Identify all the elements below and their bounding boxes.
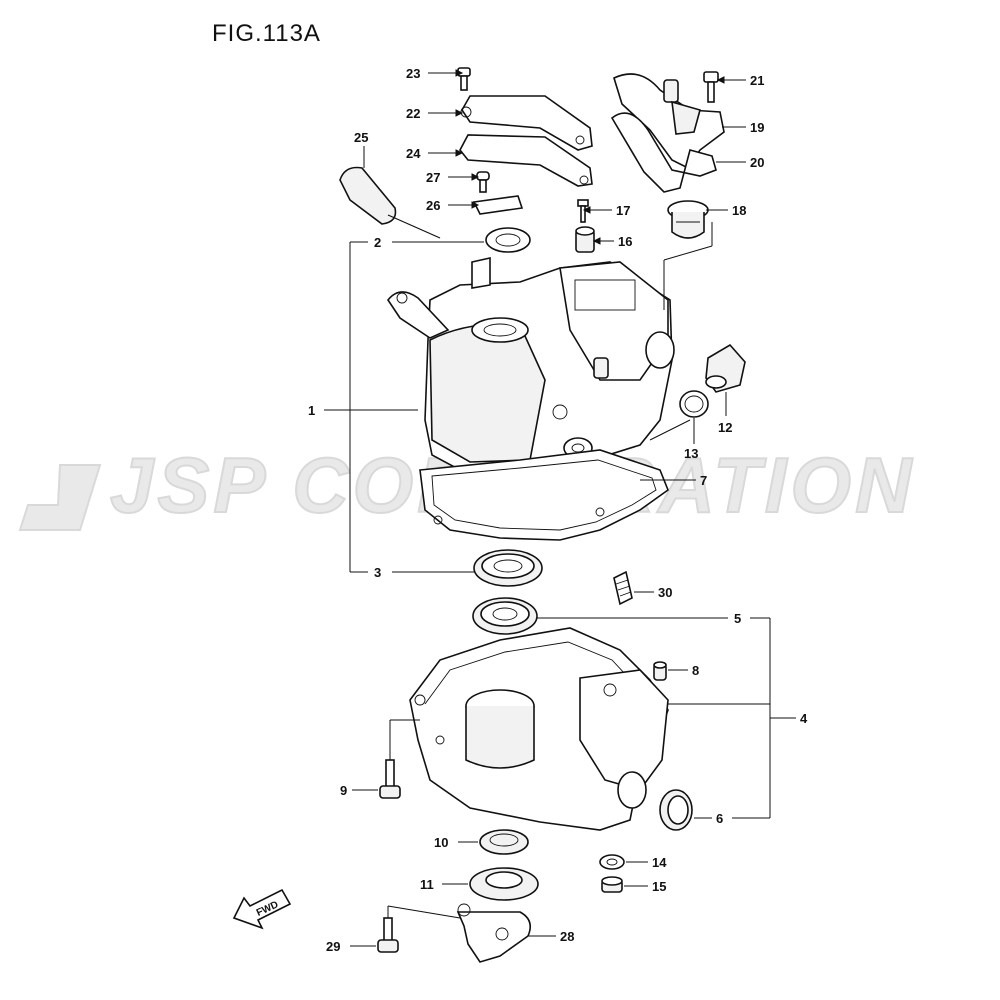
callout-25: 25 [354, 130, 368, 145]
callout-18: 18 [732, 203, 746, 218]
drain-plug-15 [601, 876, 623, 893]
callout-26: 26 [426, 198, 440, 213]
bolt-9 [379, 759, 401, 799]
callout-21: 21 [750, 73, 764, 88]
callout-30: 30 [658, 585, 672, 600]
watermark-logo-icon [18, 464, 102, 531]
callout-3: 3 [374, 565, 381, 580]
callout-28: 28 [560, 929, 574, 944]
callout-5: 5 [734, 611, 741, 626]
callout-29: 29 [326, 939, 340, 954]
dowel-8 [653, 661, 667, 681]
gasket-24 [459, 134, 593, 187]
callout-13: 13 [684, 446, 698, 461]
callout-20: 20 [750, 155, 764, 170]
screw-17 [577, 199, 589, 223]
dowel-16 [575, 226, 595, 253]
hose-25 [339, 166, 441, 239]
gasket-20 [610, 112, 717, 193]
o-ring-13 [679, 390, 709, 418]
callout-12: 12 [718, 420, 732, 435]
crankcase-4 [409, 627, 669, 831]
spring-30 [613, 570, 633, 606]
figure-title: FIG.113A [212, 20, 321, 47]
clip-26 [472, 195, 524, 215]
cylinder-block-1 [387, 257, 675, 481]
callout-22: 22 [406, 106, 420, 121]
plug-12 [705, 343, 746, 393]
bolt-21 [703, 71, 719, 103]
callout-4: 4 [800, 711, 808, 726]
gasket-7 [419, 449, 669, 541]
oil-seal-10 [479, 829, 529, 855]
screw-27 [476, 171, 490, 193]
callout-7: 7 [700, 473, 707, 488]
callout-6: 6 [716, 811, 723, 826]
oil-seal-2 [485, 227, 531, 253]
seal-cap-11 [469, 867, 539, 901]
bolt-23 [457, 67, 471, 91]
leader-lines [324, 69, 796, 947]
callout-10: 10 [434, 835, 448, 850]
callout-27: 27 [426, 170, 440, 185]
callout-24: 24 [406, 146, 421, 161]
callout-8: 8 [692, 663, 699, 678]
callout-23: 23 [406, 66, 420, 81]
callout-2: 2 [374, 235, 381, 250]
callout-1: 1 [308, 403, 315, 418]
plate-28 [456, 903, 531, 963]
oil-seal-6 [659, 789, 693, 831]
callout-14: 14 [652, 855, 667, 870]
bearing-5 [472, 597, 538, 635]
callout-17: 17 [616, 203, 630, 218]
cover-plate-22 [460, 95, 593, 151]
callout-15: 15 [652, 879, 666, 894]
forward-arrow-icon: FWD [232, 888, 292, 930]
bearing-3 [473, 549, 543, 587]
thermostat-cover-19 [613, 73, 725, 170]
bolt-29 [377, 917, 399, 953]
callout-16: 16 [618, 234, 632, 249]
callout-19: 19 [750, 120, 764, 135]
callout-11: 11 [420, 877, 434, 892]
washer-14 [599, 854, 625, 870]
callouts: 23 22 24 27 26 25 2 3 1 17 16 21 19 20 1… [308, 66, 808, 954]
thermostat-18 [667, 200, 709, 239]
callout-9: 9 [340, 783, 347, 798]
